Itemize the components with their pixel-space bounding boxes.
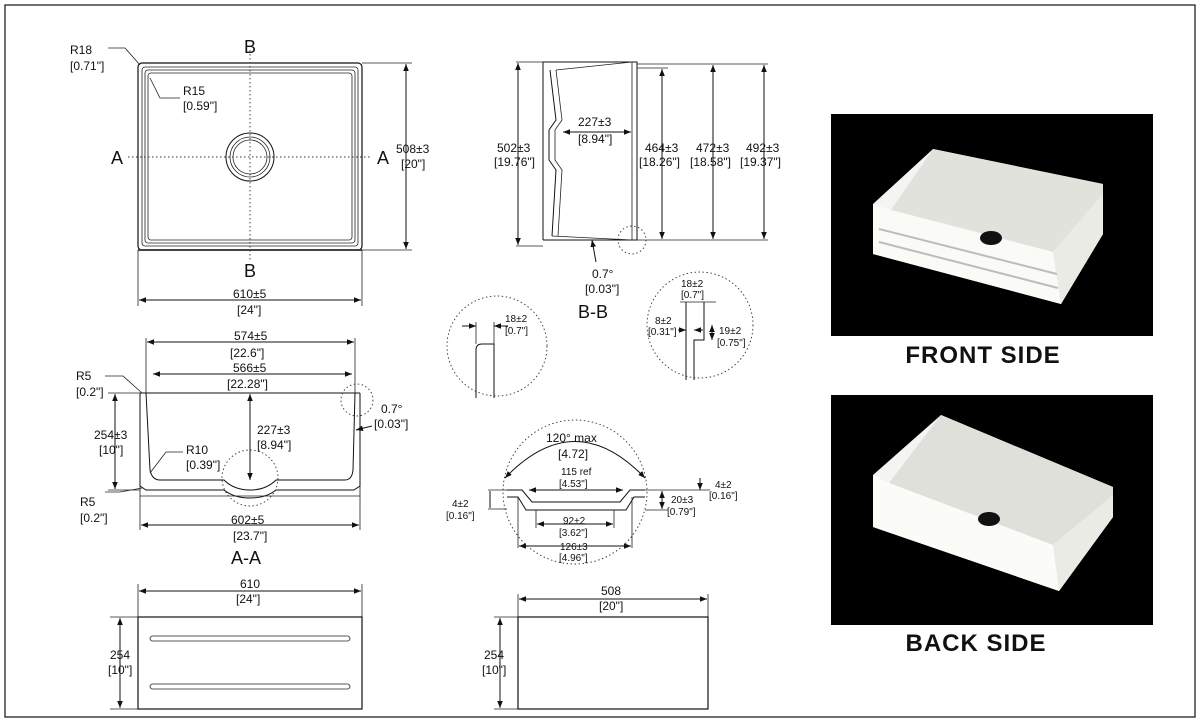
aa-inner-width-inch-dim: [22.28"] xyxy=(227,377,268,391)
bb-depth-dim: 227±3 xyxy=(578,115,612,129)
section-b-bottom-marker: B xyxy=(244,261,256,281)
sheet-border xyxy=(4,4,1196,718)
drain-20-dim: 20±3 xyxy=(671,495,694,506)
aa-height-inch-dim: [10"] xyxy=(99,443,123,457)
bb-492-dim: 492±3 xyxy=(746,141,780,155)
bb-472-dim: 472±3 xyxy=(696,141,730,155)
drain-4-left-dim: 4±2 xyxy=(452,499,469,510)
bb-492-inch-dim: [19.37"] xyxy=(740,155,781,169)
front-height-inch-dim: [10"] xyxy=(108,663,132,677)
drain-20-inch-dim: [0.79"] xyxy=(667,507,696,518)
top-height-inch-dim: [20"] xyxy=(401,157,425,171)
aa-r5-top-inch-label: [0.2"] xyxy=(76,385,104,399)
side-height-dim: 254 xyxy=(484,648,504,662)
r18-inch-label: [0.71"] xyxy=(70,59,104,73)
bb-outer-dim: 502±3 xyxy=(497,141,531,155)
side-height-inch-dim: [10"] xyxy=(482,663,506,677)
bb-angle-inch-dim: [0.03"] xyxy=(585,282,619,296)
top-view xyxy=(108,47,412,306)
drain-angle-inch-dim: [4.72] xyxy=(558,447,588,461)
side-view xyxy=(494,594,709,710)
section-a-left-marker: A xyxy=(111,148,123,168)
front-width-inch-dim: [24"] xyxy=(236,592,260,606)
aa-bottom-width-dim: 602±5 xyxy=(231,513,265,527)
aa-height-dim: 254±3 xyxy=(94,428,128,442)
drain-4-right-inch-dim: [0.16"] xyxy=(709,491,738,502)
drain-92-inch-dim: [3.62"] xyxy=(559,528,588,539)
r15-inch-label: [0.59"] xyxy=(183,99,217,113)
bb-464-dim: 464±3 xyxy=(645,141,679,155)
aa-r5-bottom-label: R5 xyxy=(80,495,96,509)
back-sink-render xyxy=(873,415,1113,591)
aa-inner-width-dim: 566±5 xyxy=(233,361,267,375)
drain-126-inch-dim: [4.96"] xyxy=(559,553,588,564)
section-b-top-marker: B xyxy=(244,37,256,57)
drain-126-dim: 126±3 xyxy=(560,542,588,553)
wall-thickness-dim: 18±2 xyxy=(505,314,528,325)
front-side-photo xyxy=(831,114,1153,336)
drain-ref-inch-dim: [4.53"] xyxy=(559,479,588,490)
drain-4-right-dim: 4±2 xyxy=(715,480,732,491)
bb-outer-inch-dim: [19.76"] xyxy=(494,155,535,169)
wall-thickness-inch-dim: [0.7"] xyxy=(505,326,528,337)
step-c-dim: 19±2 xyxy=(719,326,742,337)
step-b-dim: 8±2 xyxy=(655,316,672,327)
r15-label: R15 xyxy=(183,84,205,98)
step-a-inch-dim: [0.7"] xyxy=(681,290,704,301)
back-side-photo xyxy=(831,395,1153,625)
front-side-label: FRONT SIDE xyxy=(905,342,1061,369)
front-height-dim: 254 xyxy=(110,648,130,662)
step-c-inch-dim: [0.75"] xyxy=(717,338,746,349)
aa-depth-dim: 227±3 xyxy=(257,423,291,437)
section-aa-view xyxy=(105,338,374,530)
section-bb-view xyxy=(515,61,768,263)
aa-top-width-inch-dim: [22.6"] xyxy=(230,346,264,360)
drain-ref-dim: 115 ref xyxy=(561,467,592,478)
front-width-dim: 610 xyxy=(240,577,260,591)
aa-depth-inch-dim: [8.94"] xyxy=(257,438,291,452)
bb-464-inch-dim: [18.26"] xyxy=(639,155,680,169)
bb-depth-inch-dim: [8.94"] xyxy=(578,132,612,146)
back-side-label: BACK SIDE xyxy=(905,630,1047,657)
section-aa-title: A-A xyxy=(231,548,261,568)
front-view xyxy=(110,584,363,710)
front-sink-render xyxy=(873,149,1103,304)
aa-top-width-dim: 574±5 xyxy=(234,329,268,343)
drain-angle-dim: 120° max xyxy=(546,431,597,445)
drain-92-dim: 92±2 xyxy=(563,516,586,527)
side-width-inch-dim: [20"] xyxy=(599,599,623,613)
bb-angle-dim: 0.7° xyxy=(592,267,614,281)
aa-r5-bottom-inch-label: [0.2"] xyxy=(80,511,108,525)
aa-r10-label: R10 xyxy=(186,443,208,457)
section-bb-title: B-B xyxy=(578,302,608,322)
top-width-inch-dim: [24"] xyxy=(237,303,261,317)
aa-angle-dim: 0.7° xyxy=(381,402,403,416)
step-b-inch-dim: [0.31"] xyxy=(648,327,677,338)
side-width-dim: 508 xyxy=(601,584,621,598)
step-detail xyxy=(646,271,754,380)
section-a-right-marker: A xyxy=(377,148,389,168)
top-width-dim: 610±5 xyxy=(233,287,267,301)
aa-angle-inch-dim: [0.03"] xyxy=(374,417,408,431)
top-height-dim: 508±3 xyxy=(396,142,430,156)
bb-472-inch-dim: [18.58"] xyxy=(690,155,731,169)
step-a-dim: 18±2 xyxy=(681,279,704,290)
wall-thickness-detail xyxy=(446,295,548,398)
drain-4-left-inch-dim: [0.16"] xyxy=(446,511,475,522)
aa-r5-top-label: R5 xyxy=(76,369,92,383)
r18-label: R18 xyxy=(70,43,92,57)
aa-r10-inch-label: [0.39"] xyxy=(186,458,220,472)
aa-bottom-width-inch-dim: [23.7"] xyxy=(233,529,267,543)
drain-detail xyxy=(488,419,710,565)
